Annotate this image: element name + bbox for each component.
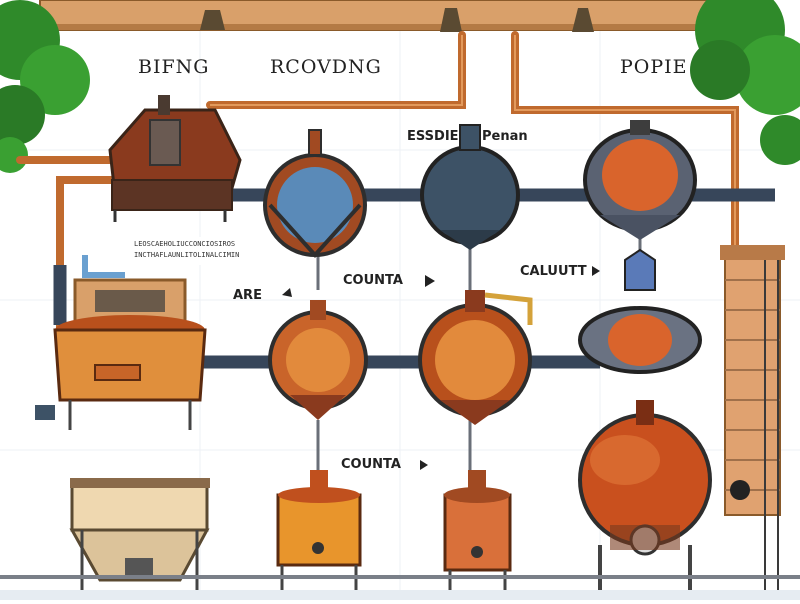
tank-bottom-left [69, 478, 210, 595]
arrow-icon [282, 266, 600, 470]
hanging-lamp-icon [440, 8, 462, 32]
vat-left [35, 255, 207, 430]
vessel-mid-1 [268, 300, 368, 420]
plaque-line-1: LEOSCAEHOLIUCCONCIOSIROS [134, 240, 236, 248]
label-left-side: ARE [233, 288, 262, 303]
ladder [764, 260, 779, 595]
pot-still-large [578, 400, 712, 590]
hanging-lamp-icon [572, 8, 594, 32]
label-top-right: POPIE [620, 56, 688, 78]
label-top-left: BIFNG [138, 56, 210, 78]
column-still-right [720, 245, 785, 595]
label-flow-1: COUNTA [343, 273, 403, 288]
still-upper-left [108, 95, 242, 222]
bottom-rail [0, 575, 800, 600]
plaque-line-2: INCTHAFLAUNLITOLINALCIMIN [134, 251, 240, 259]
top-beam [39, 0, 721, 32]
vessel-round-dark [420, 124, 520, 250]
vertical-pipes [316, 230, 642, 470]
vessel-mid-right [578, 248, 702, 374]
label-mid-2: Penan [482, 129, 528, 144]
tree-right [690, 0, 800, 165]
tank-bottom-2 [276, 470, 362, 590]
pipe-highlights [210, 35, 736, 250]
label-top-center: RCOVDNG [270, 56, 382, 78]
vessel-mid-2 [418, 290, 533, 425]
vessel-upper-right [583, 120, 697, 240]
vessel-funnel-1 [263, 129, 367, 258]
label-plaque [130, 237, 270, 265]
label-flow-3: COUNTA [341, 457, 401, 472]
label-flow-2: CALUUTT [520, 264, 587, 279]
label-mid-1: ESSDIE [407, 129, 459, 144]
hanging-lamp-icon [200, 10, 225, 30]
tank-bottom-3 [443, 470, 512, 590]
